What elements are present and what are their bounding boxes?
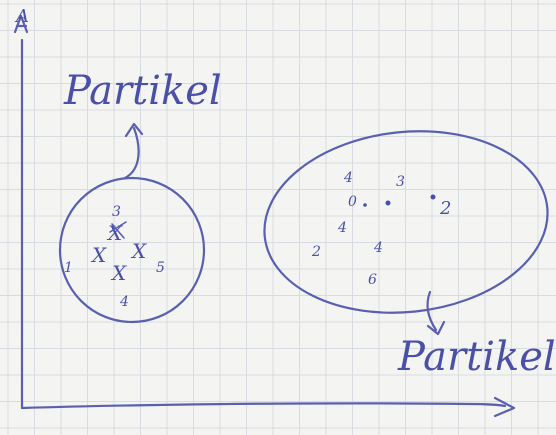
left-annotation-arrow: [123, 126, 140, 180]
left-cluster-outline: [58, 176, 206, 324]
y-axis-arrowhead: [13, 14, 29, 34]
right-cluster-annotation: Partikel: [397, 334, 556, 380]
left-cluster-annotation: Partikel: [63, 68, 222, 114]
right-annotation-arrowhead: [426, 320, 446, 336]
left-point-label: 5: [156, 260, 165, 276]
right-point-label: 2: [439, 198, 451, 219]
right-point-label: 2: [311, 244, 321, 260]
right-point-label: 0: [348, 194, 357, 210]
right-point-label: 4: [373, 240, 383, 256]
x-axis-arrowhead: [493, 396, 516, 418]
left-point-label: 3: [112, 204, 121, 220]
left-annotation-arrowhead: [124, 122, 144, 138]
right-point-dot: [430, 194, 436, 200]
right-point-dot: [363, 203, 367, 207]
y-axis: [20, 38, 24, 410]
left-strike-mark: [109, 221, 127, 239]
right-cluster-dots: [363, 194, 436, 207]
left-point-label: 1: [64, 260, 73, 276]
right-point-dot: [385, 200, 391, 206]
x-axis: [20, 402, 507, 410]
left-point-marker: X: [130, 239, 147, 263]
right-point-label: 4: [337, 220, 347, 236]
left-point-marker: X: [110, 261, 127, 285]
left-point-label: 4: [119, 294, 129, 310]
right-point-label: 4: [343, 170, 353, 186]
left-point-marker: X: [90, 243, 107, 267]
right-point-label: 3: [396, 174, 405, 190]
right-point-label: 6: [368, 272, 377, 288]
right-cluster-outline: [263, 130, 549, 314]
y-axis-label: A: [14, 6, 29, 27]
right-annotation-arrow: [426, 290, 438, 332]
